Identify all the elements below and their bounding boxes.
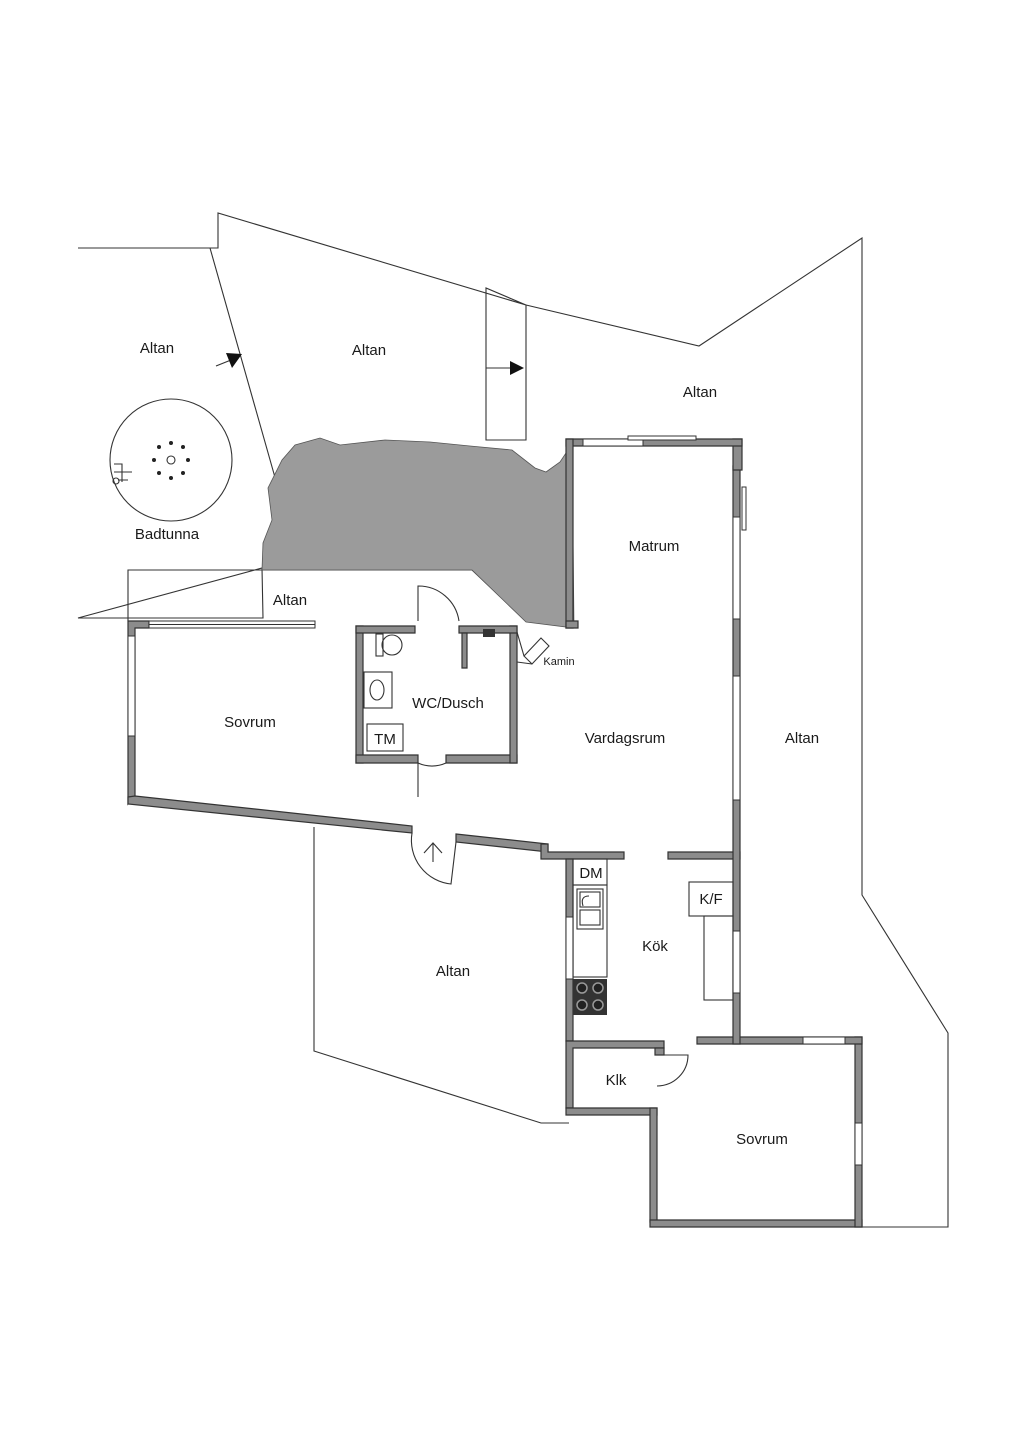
label-altan-strip: Altan: [273, 592, 307, 609]
label-altan-nw: Altan: [140, 340, 174, 357]
terrace-s-outline: [313, 827, 569, 1124]
terrace-ne-outline: [525, 236, 949, 1228]
tm-box: [366, 723, 404, 752]
terrace-strip-outline: [127, 569, 527, 622]
door-klk: [656, 1054, 689, 1087]
label-sovrum-se: Sovrum: [736, 1131, 788, 1148]
door-strip: [417, 585, 460, 622]
label-altan-ne: Altan: [683, 384, 717, 401]
label-sovrum-w: Sovrum: [224, 714, 276, 731]
room-labels: Altan Altan Altan Badtunna Altan Matrum …: [135, 340, 819, 1148]
door-terrace-s: [410, 832, 457, 885]
wc-fixtures: [363, 629, 495, 709]
sink-icon: [363, 671, 393, 709]
label-tm: TM: [374, 731, 396, 748]
kitchen-fixtures: [366, 723, 734, 1015]
label-badtunna: Badtunna: [135, 526, 200, 543]
label-kamin: Kamin: [543, 656, 574, 668]
label-kok: Kök: [642, 938, 668, 955]
doors: [410, 585, 689, 1087]
hot-tub-icon: [109, 398, 233, 522]
label-kf: K/F: [699, 891, 722, 908]
kitchen-sink-icon: [576, 888, 604, 930]
label-altan-e: Altan: [785, 730, 819, 747]
label-altan-n: Altan: [352, 342, 386, 359]
label-altan-s: Altan: [436, 963, 470, 980]
label-matrum: Matrum: [629, 538, 680, 555]
label-vardagsrum: Vardagsrum: [585, 730, 666, 747]
label-wc-dusch: WC/Dusch: [412, 695, 484, 712]
label-klk: Klk: [606, 1072, 627, 1089]
toilet-icon: [375, 633, 384, 657]
label-dm: DM: [579, 865, 602, 882]
windows: [127, 435, 863, 1166]
terrace-nw-outline: [77, 247, 279, 619]
door-wc: [417, 762, 447, 797]
shower-tap-icon: [483, 629, 495, 637]
rock-area: [261, 437, 575, 629]
fireplace-icon: [523, 637, 550, 665]
terrace-n-outline: [210, 212, 527, 441]
entry-arrows: [215, 353, 524, 375]
